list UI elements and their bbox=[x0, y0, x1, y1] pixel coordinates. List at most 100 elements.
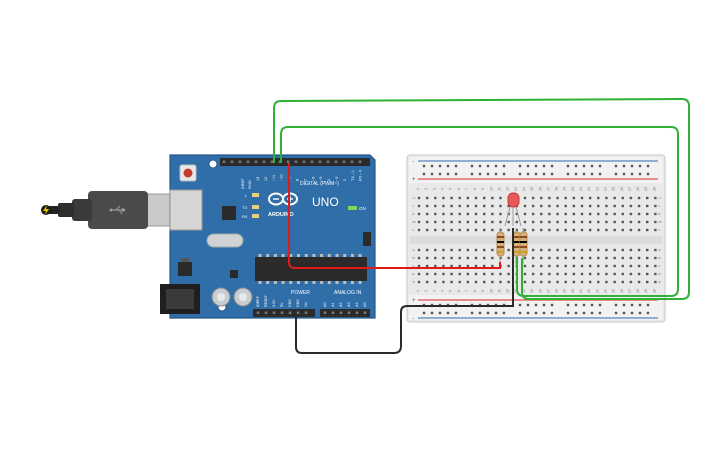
breadboard-hole[interactable] bbox=[425, 196, 429, 200]
rail-hole[interactable] bbox=[542, 164, 546, 168]
breadboard-hole[interactable] bbox=[654, 248, 657, 252]
breadboard-hole[interactable] bbox=[621, 248, 624, 252]
breadboard-hole[interactable] bbox=[499, 280, 502, 284]
rail-hole[interactable] bbox=[550, 303, 554, 307]
breadboard-hole[interactable] bbox=[548, 228, 551, 232]
breadboard-hole[interactable] bbox=[629, 272, 633, 276]
breadboard-hole[interactable] bbox=[507, 248, 510, 252]
breadboard-hole[interactable] bbox=[483, 228, 486, 232]
rail-hole[interactable] bbox=[630, 172, 634, 176]
breadboard-hole[interactable] bbox=[637, 256, 641, 260]
breadboard-hole[interactable] bbox=[442, 196, 445, 200]
breadboard-hole[interactable] bbox=[491, 264, 494, 268]
breadboard-hole[interactable] bbox=[474, 248, 478, 252]
breadboard-hole[interactable] bbox=[572, 220, 576, 224]
resistor-3[interactable] bbox=[519, 228, 528, 264]
breadboard-hole[interactable] bbox=[637, 272, 641, 276]
rail-hole[interactable] bbox=[646, 311, 650, 315]
breadboard-hole[interactable] bbox=[613, 196, 616, 200]
rail-hole[interactable] bbox=[478, 172, 482, 176]
breadboard-hole[interactable] bbox=[637, 248, 641, 252]
breadboard-hole[interactable] bbox=[597, 280, 600, 284]
rail-hole[interactable] bbox=[534, 164, 538, 168]
rail-hole[interactable] bbox=[590, 311, 594, 315]
breadboard-hole[interactable] bbox=[507, 204, 510, 208]
breadboard-hole[interactable] bbox=[548, 196, 551, 200]
breadboard-hole[interactable] bbox=[491, 204, 494, 208]
breadboard-hole[interactable] bbox=[491, 256, 494, 260]
rail-hole[interactable] bbox=[486, 172, 490, 176]
breadboard-hole[interactable] bbox=[491, 212, 494, 216]
breadboard-hole[interactable] bbox=[425, 228, 429, 232]
breadboard-hole[interactable] bbox=[646, 272, 649, 276]
breadboard-hole[interactable] bbox=[597, 248, 600, 252]
analog-pin[interactable] bbox=[355, 311, 359, 315]
rail-hole[interactable] bbox=[526, 311, 530, 315]
breadboard-hole[interactable] bbox=[458, 264, 461, 268]
breadboard-hole[interactable] bbox=[417, 228, 421, 232]
breadboard-hole[interactable] bbox=[548, 256, 551, 260]
rail-hole[interactable] bbox=[446, 164, 450, 168]
breadboard-hole[interactable] bbox=[499, 272, 502, 276]
breadboard-hole[interactable] bbox=[458, 220, 461, 224]
breadboard-hole[interactable] bbox=[605, 220, 608, 224]
breadboard-hole[interactable] bbox=[531, 196, 535, 200]
analog-header[interactable] bbox=[320, 309, 370, 317]
breadboard-hole[interactable] bbox=[597, 196, 600, 200]
rail-hole[interactable] bbox=[614, 311, 618, 315]
breadboard-hole[interactable] bbox=[580, 280, 584, 284]
rail-hole[interactable] bbox=[614, 172, 618, 176]
rail-hole[interactable] bbox=[622, 164, 626, 168]
breadboard-hole[interactable] bbox=[499, 212, 502, 216]
breadboard-hole[interactable] bbox=[621, 280, 624, 284]
breadboard-hole[interactable] bbox=[646, 264, 649, 268]
breadboard-hole[interactable] bbox=[621, 256, 624, 260]
analog-pin[interactable] bbox=[331, 311, 335, 315]
breadboard-hole[interactable] bbox=[483, 212, 486, 216]
breadboard-hole[interactable] bbox=[646, 204, 649, 208]
resistor-1[interactable] bbox=[496, 228, 505, 264]
breadboard-hole[interactable] bbox=[483, 280, 486, 284]
breadboard-hole[interactable] bbox=[613, 228, 616, 232]
breadboard-hole[interactable] bbox=[434, 212, 437, 216]
breadboard-hole[interactable] bbox=[425, 212, 429, 216]
breadboard-hole[interactable] bbox=[588, 228, 592, 232]
header-pin[interactable] bbox=[302, 160, 306, 164]
breadboard-hole[interactable] bbox=[597, 264, 600, 268]
breadboard-hole[interactable] bbox=[580, 272, 584, 276]
breadboard-hole[interactable] bbox=[588, 264, 592, 268]
breadboard-hole[interactable] bbox=[417, 248, 421, 252]
breadboard-hole[interactable] bbox=[572, 248, 576, 252]
rail-hole[interactable] bbox=[478, 311, 482, 315]
breadboard-hole[interactable] bbox=[531, 264, 535, 268]
rail-hole[interactable] bbox=[494, 164, 498, 168]
breadboard-hole[interactable] bbox=[483, 248, 486, 252]
breadboard-hole[interactable] bbox=[474, 196, 478, 200]
breadboard-hole[interactable] bbox=[507, 280, 510, 284]
rail-hole[interactable] bbox=[550, 311, 554, 315]
breadboard-hole[interactable] bbox=[466, 264, 470, 268]
breadboard-hole[interactable] bbox=[613, 272, 616, 276]
breadboard-hole[interactable] bbox=[458, 248, 461, 252]
rail-hole[interactable] bbox=[598, 303, 602, 307]
breadboard-hole[interactable] bbox=[605, 264, 608, 268]
breadboard-hole[interactable] bbox=[646, 256, 649, 260]
red-wire-pin-9[interactable] bbox=[288, 163, 501, 269]
rail-hole[interactable] bbox=[646, 172, 650, 176]
breadboard-hole[interactable] bbox=[466, 204, 470, 208]
breadboard-hole[interactable] bbox=[646, 280, 649, 284]
breadboard-hole[interactable] bbox=[458, 256, 461, 260]
breadboard-hole[interactable] bbox=[531, 280, 535, 284]
rgb-led[interactable] bbox=[504, 192, 522, 227]
breadboard-hole[interactable] bbox=[588, 248, 592, 252]
breadboard-hole[interactable] bbox=[556, 272, 559, 276]
breadboard-hole[interactable] bbox=[605, 248, 608, 252]
rail-hole[interactable] bbox=[454, 172, 458, 176]
breadboard-hole[interactable] bbox=[564, 228, 567, 232]
breadboard-hole[interactable] bbox=[588, 220, 592, 224]
breadboard-hole[interactable] bbox=[442, 280, 445, 284]
header-pin[interactable] bbox=[294, 160, 298, 164]
breadboard-hole[interactable] bbox=[458, 272, 461, 276]
breadboard-hole[interactable] bbox=[629, 220, 633, 224]
